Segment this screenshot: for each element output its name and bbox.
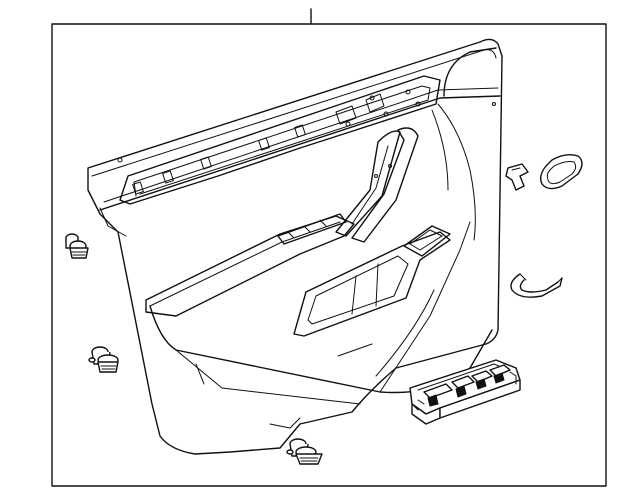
door-trim-panel[interactable] [87,38,503,455]
trim-clip-bottom[interactable] [286,438,323,465]
handle-trim-ring[interactable] [539,153,583,190]
trim-clip[interactable] [88,346,119,373]
window-switch[interactable] [409,359,521,425]
frame-box [51,8,607,487]
bezel-insert[interactable] [505,163,529,191]
wire-bracket[interactable] [510,273,563,298]
fastener-slot-row [132,89,421,195]
push-retainer-clip[interactable] [65,233,89,259]
